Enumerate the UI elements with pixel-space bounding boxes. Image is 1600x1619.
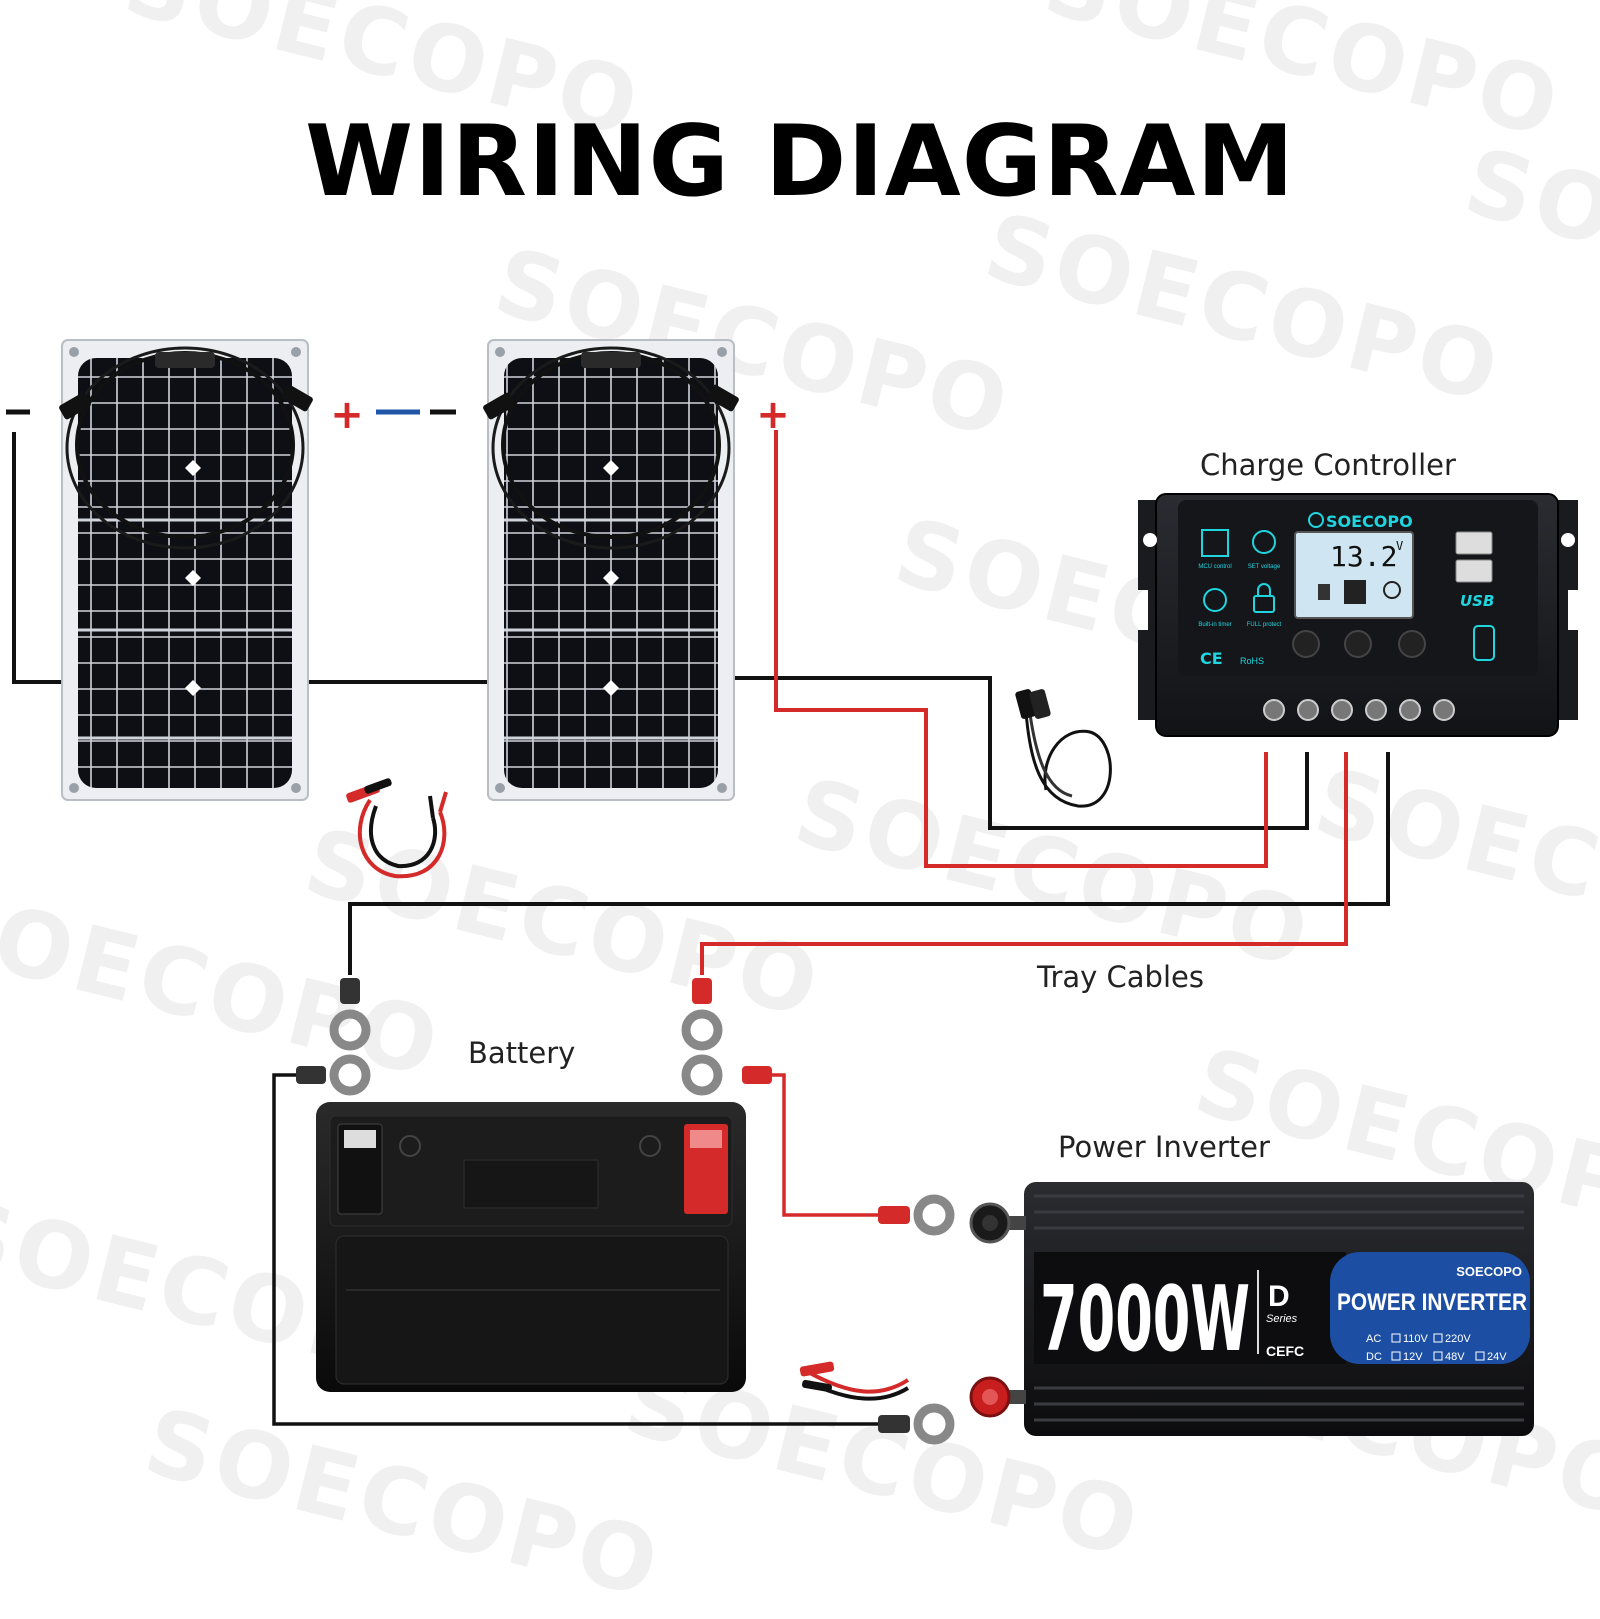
power-inverter-label: Power Inverter bbox=[1058, 1130, 1270, 1164]
inverter-dc-opt2: 48V bbox=[1445, 1351, 1465, 1363]
usb-port bbox=[1455, 559, 1493, 583]
battery bbox=[316, 1102, 746, 1392]
ring-terminal bbox=[329, 978, 371, 1051]
tray-cables-label: Tray Cables bbox=[1037, 960, 1204, 994]
inverter-label-panel bbox=[1330, 1252, 1530, 1364]
battery-positive-wire bbox=[700, 752, 1348, 975]
controller-icon-label: MCU control bbox=[1198, 564, 1231, 570]
ce-mark: CE bbox=[1200, 649, 1223, 668]
ring-terminal bbox=[878, 1194, 955, 1236]
inverter-cert: CEFC bbox=[1266, 1343, 1304, 1359]
battery-label: Battery bbox=[468, 1036, 576, 1070]
lock-icon bbox=[1253, 595, 1275, 613]
ring-terminal bbox=[296, 1054, 371, 1096]
solar-panel-2 bbox=[483, 339, 739, 801]
usb-label: USB bbox=[1460, 592, 1494, 610]
inverter-ac-opt1: 110V bbox=[1403, 1333, 1429, 1345]
controller-terminals bbox=[1263, 699, 1455, 721]
positive-sign: + bbox=[330, 392, 364, 438]
ring-terminal bbox=[878, 1403, 955, 1445]
pv-positive-wire bbox=[774, 430, 1268, 868]
controller-button bbox=[1344, 630, 1372, 658]
clock-icon bbox=[1203, 588, 1227, 612]
usb-port bbox=[1455, 531, 1493, 555]
page-title: WIRING DIAGRAM bbox=[305, 105, 1295, 219]
lcd-unit: V bbox=[1396, 539, 1403, 553]
solar-panel-1 bbox=[59, 339, 313, 801]
gear-icon bbox=[1252, 530, 1276, 554]
positive-sign: + bbox=[756, 392, 790, 438]
controller-button bbox=[1292, 630, 1320, 658]
alligator-clip-cable bbox=[346, 778, 448, 879]
inverter-ac-prefix: AC bbox=[1366, 1333, 1381, 1345]
lcd-reading: 13.2 bbox=[1330, 540, 1397, 573]
inverter-negative-terminal bbox=[969, 1202, 1026, 1244]
inverter-product: POWER INVERTER bbox=[1337, 1289, 1527, 1316]
power-inverter: 7000W D Series CEFC SOECOPO POWER INVERT… bbox=[969, 1182, 1534, 1436]
ring-terminal bbox=[681, 1054, 772, 1096]
controller-icon-label: SET voltage bbox=[1248, 564, 1281, 570]
inverter-dc-prefix: DC bbox=[1366, 1351, 1382, 1363]
pv-negative-wire bbox=[720, 676, 1309, 830]
panel1-negative-wire bbox=[12, 432, 70, 684]
charge-controller: SOECOPO MCU control SET voltage Built-in… bbox=[1138, 493, 1578, 737]
controller-icon-label: FULL protect bbox=[1247, 622, 1282, 628]
controller-button bbox=[1398, 630, 1426, 658]
inverter-positive-terminal bbox=[969, 1376, 1026, 1418]
inverter-series-word: Series bbox=[1266, 1313, 1298, 1325]
inverter-positive-wire bbox=[770, 1073, 888, 1217]
inverter-wattage: 7000W bbox=[1040, 1267, 1250, 1372]
mc4-cable bbox=[1015, 689, 1112, 808]
mcu-icon bbox=[1201, 529, 1229, 557]
inverter-brand: SOECOPO bbox=[1456, 1264, 1522, 1279]
battery-negative-wire bbox=[348, 752, 1390, 975]
inverter-dc-opt3: 24V bbox=[1487, 1351, 1507, 1363]
rohs-mark: RoHS bbox=[1240, 656, 1264, 666]
inverter-series-letter: D bbox=[1268, 1280, 1290, 1313]
alligator-clip-cable bbox=[799, 1361, 910, 1401]
inverter-negative-wire bbox=[272, 1073, 888, 1426]
inverter-ac-opt2: 220V bbox=[1445, 1333, 1471, 1345]
charge-controller-label: Charge Controller bbox=[1200, 448, 1456, 482]
controller-icon-label: Built-in timer bbox=[1198, 622, 1231, 628]
inverter-dc-opt1: 12V bbox=[1403, 1351, 1423, 1363]
controller-brand: SOECOPO bbox=[1326, 512, 1413, 531]
ring-terminal bbox=[681, 978, 723, 1051]
